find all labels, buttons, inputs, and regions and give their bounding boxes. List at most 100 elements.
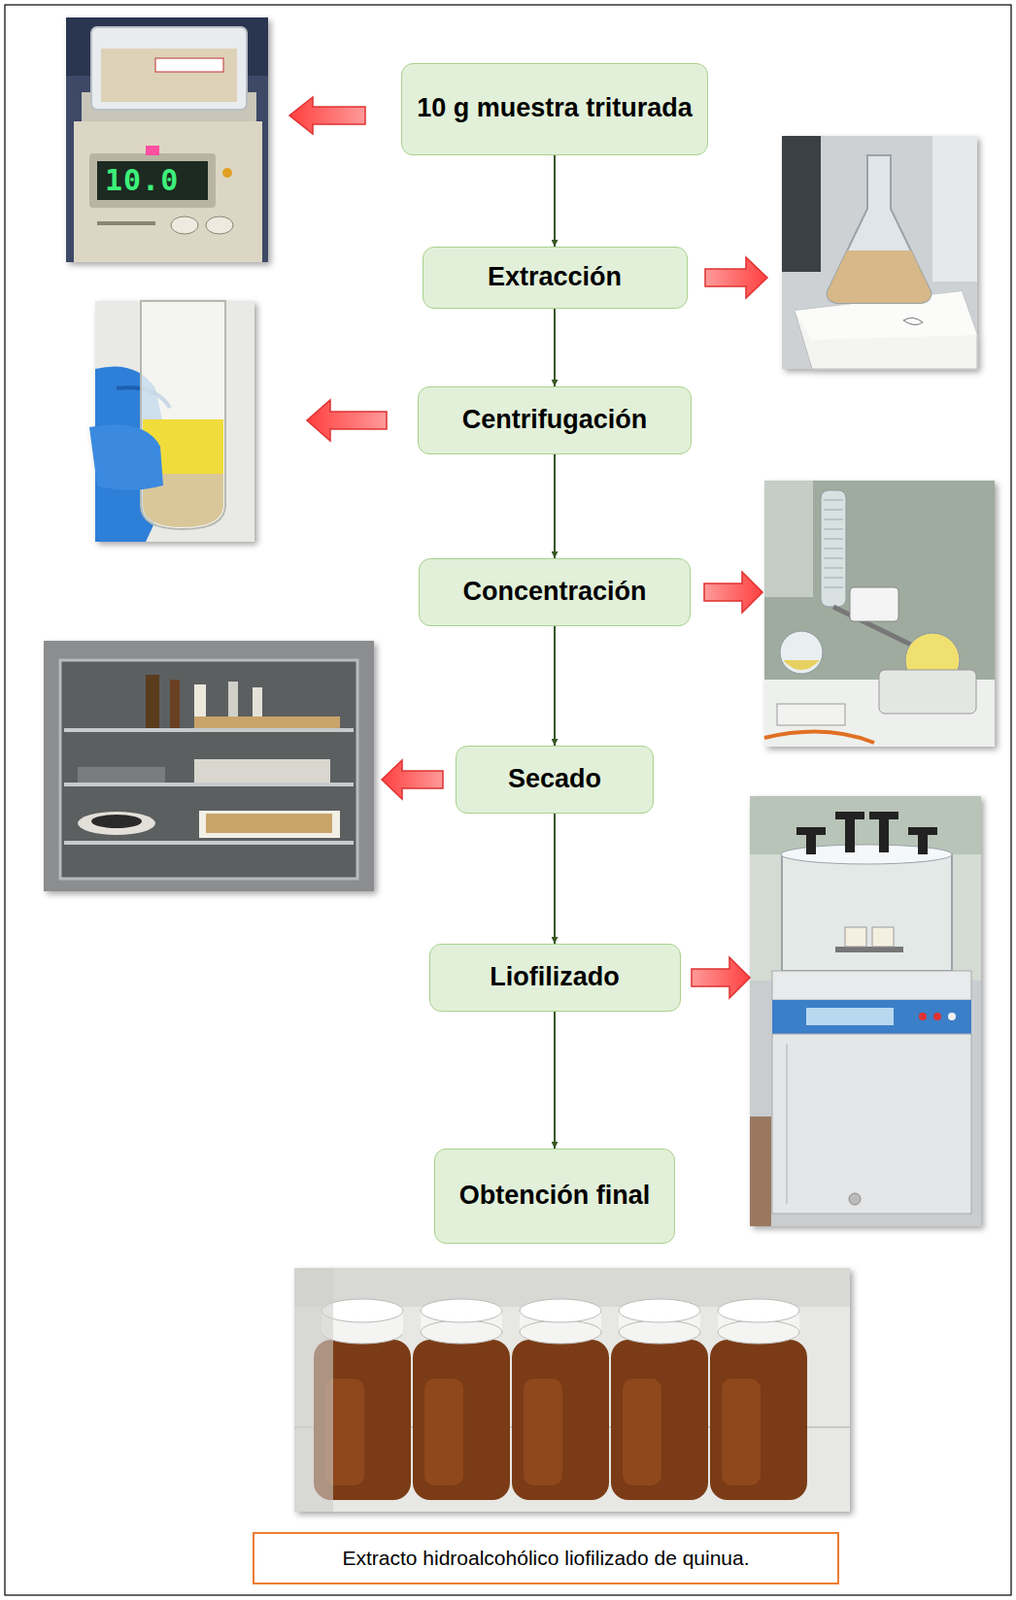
rotary-evaporator-photo-part (764, 480, 813, 598)
extract-jars-photo (294, 1268, 850, 1513)
flask-on-stirrer-photo-part (827, 155, 932, 304)
freeze-dryer-photo-part-part (917, 833, 928, 855)
figure-caption: Extracto hidroalcohólico liofilizado de … (252, 1532, 840, 1586)
extract-jars-photo-part (710, 1299, 808, 1501)
pointer-arrow-part (704, 572, 763, 613)
freeze-dryer-photo-part-part (796, 827, 826, 836)
flask-on-stirrer-photo-part (827, 250, 932, 304)
process-label: Secado (508, 763, 602, 797)
flask-on-stirrer-photo-part (932, 135, 978, 282)
pointer-arrow-part (289, 97, 366, 135)
process-label: Centrifugación (462, 404, 648, 438)
drying-oven-photo-part (77, 767, 166, 783)
freeze-dryer-photo-part (933, 1013, 942, 1021)
freeze-dryer-photo-part (948, 1013, 956, 1021)
drying-oven-photo-part (60, 660, 358, 880)
centrifuge-tube-photo-part (89, 425, 164, 492)
freeze-dryer-photo-part (781, 854, 952, 972)
drying-oven-photo-part (64, 728, 354, 733)
rotary-evaporator-photo-part (764, 732, 875, 744)
process-box: Concentración (418, 558, 691, 627)
flow-arrow (553, 308, 556, 387)
extract-jars-photo-part-part (622, 1379, 662, 1487)
process-label: Extracción (487, 261, 622, 295)
freeze-dryer-photo-part-part (835, 812, 865, 820)
balance-photo-part (89, 153, 216, 208)
freeze-dryer-photo-part-part (845, 817, 855, 853)
balance-photo-part (73, 121, 263, 263)
extract-jars-photo-part (412, 1299, 510, 1501)
freeze-dryer-photo-part (749, 981, 982, 1227)
balance-reading: 10.0 (104, 166, 179, 196)
flask-on-stirrer-photo-part (781, 135, 821, 272)
extract-jars-photo-part-part (519, 1299, 602, 1323)
flow-arrow (553, 1012, 556, 1150)
freeze-dryer-photo (749, 796, 982, 1227)
rotary-evaporator-photo-part (820, 490, 847, 608)
freeze-dryer-photo-part (749, 796, 982, 1227)
pointer-arrow-part (691, 957, 750, 999)
rotary-evaporator-photo-part (782, 660, 820, 671)
freeze-dryer-photo-part (806, 1008, 894, 1026)
freeze-dryer-photo-part-part (908, 827, 938, 836)
extract-jars-photo-part-part (717, 1299, 800, 1323)
process-label: Liofilizado (489, 961, 619, 995)
drying-oven-photo (43, 641, 374, 892)
balance-photo-part (101, 48, 238, 102)
rotary-evaporator-photo-part (764, 480, 995, 747)
extract-jars-photo-part-part (424, 1379, 464, 1487)
pointer-arrow-part (705, 257, 768, 299)
rotary-evaporator-photo-part (879, 670, 977, 714)
process-label: Obtención final (459, 1180, 651, 1214)
centrifuge-tube-photo (89, 301, 255, 542)
drying-oven-photo-part (194, 716, 340, 729)
extract-jars-photo-part (294, 1268, 850, 1513)
drying-oven-photo-part (43, 641, 374, 892)
drying-oven-photo-part (169, 679, 180, 729)
process-box: Extracción (422, 246, 688, 309)
rotary-evaporator-photo-part (823, 500, 844, 588)
page-frame (4, 4, 1012, 1596)
extract-jars-photo-part-part (321, 1299, 404, 1323)
process-label: Concentración (462, 575, 646, 610)
extract-jars-photo-part-part (511, 1340, 610, 1501)
drying-oven-photo-part (145, 675, 160, 729)
freeze-dryer-photo-part (872, 927, 894, 948)
rotary-evaporator-photo-part (779, 631, 823, 675)
pointer-arrow (289, 97, 768, 999)
centrifuge-tube-photo-part (95, 301, 255, 542)
balance-photo-part (222, 168, 233, 178)
freeze-dryer-photo-part-part (879, 817, 889, 853)
flow-arrow (553, 813, 556, 945)
extract-jars-photo-part (294, 1268, 334, 1513)
process-label: 10 g muestra triturada (416, 92, 693, 126)
extract-jars-photo-part-part (618, 1320, 701, 1345)
drying-oven-photo-part (64, 841, 354, 846)
flow-arrow (553, 454, 556, 559)
balance-photo-part (205, 216, 234, 235)
rotary-evaporator-photo (764, 480, 995, 747)
centrifuge-tube-photo-part (140, 301, 226, 530)
freeze-dryer-photo-part-part (806, 833, 816, 855)
freeze-dryer-photo-part (772, 1000, 972, 1035)
process-box: Obtención final (434, 1149, 676, 1245)
freeze-dryer-photo-part (848, 1193, 861, 1206)
freeze-dryer-photo-part (785, 1044, 788, 1205)
freeze-dryer-photo-part (749, 1117, 772, 1227)
extract-jars-photo-part-part (717, 1320, 800, 1345)
extract-jars-photo-part-part (710, 1340, 808, 1501)
rotary-evaporator-photo-part (849, 587, 899, 622)
rotary-evaporator-photo-part (777, 704, 846, 726)
pointer-arrow-part (306, 400, 387, 441)
process-box: Centrifugación (417, 386, 692, 455)
extract-jars-photo-part (511, 1299, 610, 1501)
drying-oven-photo-part (64, 782, 354, 787)
balance-photo-part (66, 17, 269, 263)
balance-photo-part (97, 221, 156, 226)
process-box: 10 g muestra triturada (401, 63, 709, 156)
balance-photo-part (155, 58, 224, 72)
extract-jars-photo-part-part (420, 1299, 503, 1323)
extract-jars-photo-part-part (519, 1320, 602, 1345)
extract-jars-photo-part-part (420, 1320, 503, 1345)
